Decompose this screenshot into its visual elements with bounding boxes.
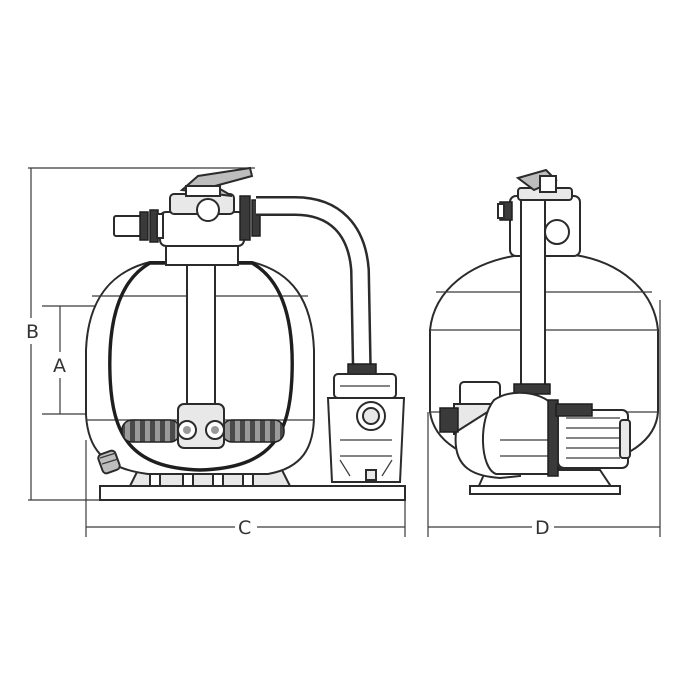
dimension-label-a: A bbox=[53, 355, 66, 377]
sand-media bbox=[108, 261, 294, 472]
riser-pipe bbox=[186, 261, 216, 413]
side-view bbox=[429, 168, 659, 495]
multiport-valve bbox=[113, 166, 261, 266]
front-view bbox=[85, 166, 406, 501]
dimension-label-d: D bbox=[535, 517, 550, 539]
lateral-collector bbox=[121, 403, 285, 449]
dimension-label-c: C bbox=[238, 517, 251, 539]
side-pump-motor bbox=[439, 381, 631, 495]
pump-front bbox=[326, 373, 406, 483]
dimension-label-b: B bbox=[26, 321, 39, 343]
base-plate bbox=[99, 485, 406, 501]
side-riser-pipe bbox=[520, 199, 546, 391]
drain-plug-icon bbox=[97, 449, 121, 475]
